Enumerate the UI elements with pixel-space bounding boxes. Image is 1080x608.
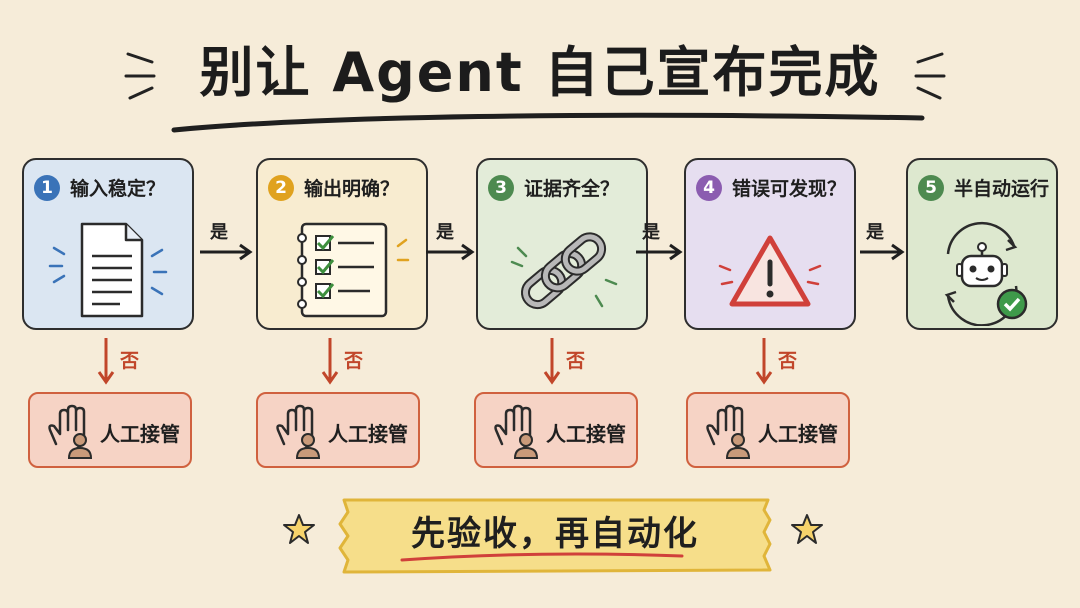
document-icon xyxy=(48,222,168,318)
no-arrow-2 xyxy=(321,338,339,385)
title-ticks-left xyxy=(118,40,168,114)
manual-takeover-label-4: 人工接管 xyxy=(758,422,838,446)
manual-takeover-2: 人工接管 xyxy=(256,392,420,468)
warning-icon xyxy=(718,235,822,307)
step-2-card: 2 输出明确？ xyxy=(256,158,428,330)
page-title: 别让 Agent 自己宣布完成 xyxy=(199,41,881,104)
manual-takeover-3: 人工接管 xyxy=(474,392,638,468)
yes-arrow-2 xyxy=(426,243,475,261)
no-label-2: 否 xyxy=(344,350,364,372)
step-5-card: 5 半自动运行 xyxy=(906,158,1058,330)
hand-person-icon xyxy=(494,404,539,459)
no-label-3: 否 xyxy=(566,350,586,372)
title-underline xyxy=(170,108,930,142)
hand-person-icon xyxy=(276,404,321,459)
footer-slogan: 先验收，再自动化 xyxy=(411,514,699,554)
star-icon-right xyxy=(791,514,823,544)
title-ticks-right xyxy=(902,40,952,114)
no-arrow-3 xyxy=(543,338,561,385)
no-arrow-4 xyxy=(755,338,773,385)
step-5-question: 半自动运行 xyxy=(954,178,1050,200)
manual-takeover-4: 人工接管 xyxy=(686,392,850,468)
manual-takeover-label-3: 人工接管 xyxy=(546,422,626,446)
yes-arrow-3 xyxy=(636,243,683,261)
yes-label-2: 是 xyxy=(436,222,454,243)
no-arrow-1 xyxy=(97,338,115,385)
manual-takeover-label-1: 人工接管 xyxy=(100,422,180,446)
no-label-1: 否 xyxy=(120,350,140,372)
step-1-number: 1 xyxy=(34,174,60,201)
yes-label-4: 是 xyxy=(866,222,884,243)
yes-label-3: 是 xyxy=(642,222,660,243)
step-3-number: 3 xyxy=(488,174,514,201)
step-1-card: 1 输入稳定？ xyxy=(22,158,194,330)
hand-person-icon xyxy=(48,404,93,459)
footer-banner xyxy=(338,498,772,574)
step-4-card: 4 错误可发现？ xyxy=(684,158,856,330)
step-1-question: 输入稳定？ xyxy=(70,178,166,200)
robot-icon xyxy=(944,221,1028,326)
star-icon-left xyxy=(283,514,315,544)
manual-takeover-label-2: 人工接管 xyxy=(328,422,408,446)
yes-arrow-4 xyxy=(860,243,905,261)
step-4-question: 错误可发现？ xyxy=(732,178,847,200)
chain-link-icon xyxy=(510,232,618,310)
step-4-number: 4 xyxy=(696,174,722,201)
step-3-question: 证据齐全？ xyxy=(524,178,620,200)
yes-arrow-1 xyxy=(200,243,253,261)
step-2-number: 2 xyxy=(268,174,294,201)
step-3-card: 3 证据齐全？ xyxy=(476,158,648,330)
step-2-question: 输出明确？ xyxy=(304,178,400,200)
checklist-icon xyxy=(297,222,410,318)
manual-takeover-1: 人工接管 xyxy=(28,392,192,468)
hand-person-icon xyxy=(706,404,751,459)
no-label-4: 否 xyxy=(778,350,798,372)
step-5-number: 5 xyxy=(918,174,944,201)
yes-label-1: 是 xyxy=(210,222,228,243)
